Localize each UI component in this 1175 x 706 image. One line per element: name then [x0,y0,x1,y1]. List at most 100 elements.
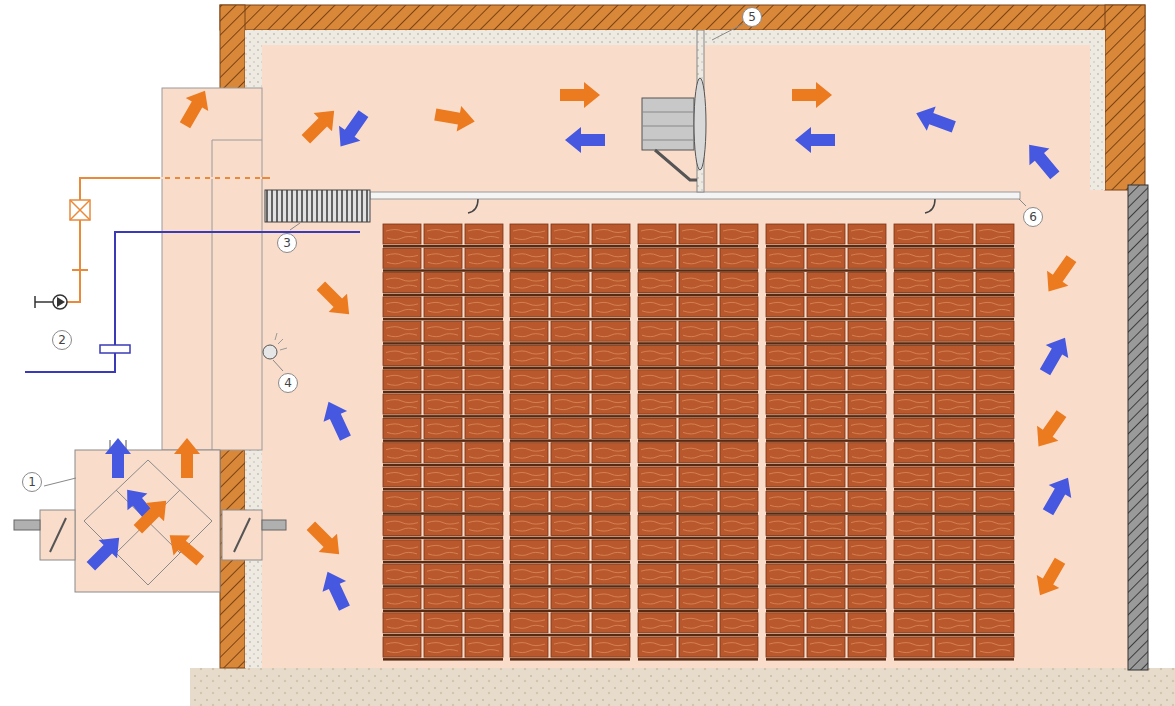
lumber-board [592,370,630,390]
sticker-strip [383,610,503,613]
lumber-board [935,467,973,487]
lumber-board [720,248,758,268]
lumber-board [424,613,462,633]
lumber-board [510,467,548,487]
airflow-arrow [312,277,359,324]
wood-grain [682,351,714,361]
wood-grain [851,400,883,410]
sticker-strip [638,537,758,540]
sticker-strip [383,342,503,345]
leader-line [44,478,76,486]
wood-grain [897,497,929,507]
lumber-board [766,540,804,560]
roof-wall [220,5,1145,30]
lumber-board [592,321,630,341]
lumber-board [976,516,1014,536]
sticker-strip [510,488,630,491]
lumber-board [848,394,886,414]
floor [190,668,1175,706]
heat-exchanger-core [116,490,180,553]
wood-grain [851,594,883,604]
wood-grain [682,400,714,410]
wood-grain [723,351,755,361]
lumber-board [976,589,1014,609]
fan-bracket [655,150,697,180]
lumber-board [807,273,845,293]
wood-grain [554,424,586,434]
lumber-board [807,491,845,511]
lumber-board [679,637,717,657]
sticker-strip [766,658,886,661]
lumber-board [720,297,758,317]
wood-grain [938,351,970,361]
wood-grain [427,594,459,604]
wood-grain [769,230,801,240]
wood-grain [595,254,627,264]
wood-grain [851,351,883,361]
wood-grain [979,424,1011,434]
lumber-board [465,637,503,657]
lumber-board [510,248,548,268]
lumber-board [551,491,589,511]
wood-grain [513,618,545,628]
wood-grain [513,643,545,653]
wood-grain [641,473,673,483]
sticker-strip [766,464,886,467]
sticker-strip [638,415,758,418]
sticker-strip [766,342,886,345]
wood-grain [723,473,755,483]
sticker-strip [894,245,1014,248]
lumber-board [679,248,717,268]
lumber-board [848,297,886,317]
lumber-board [848,443,886,463]
wood-grain [641,545,673,555]
lumber-board [894,321,932,341]
lumber-board [424,540,462,560]
lumber-board [424,273,462,293]
lumber-board [935,637,973,657]
air-duct [162,88,262,450]
wood-grain [513,400,545,410]
wood-grain [769,570,801,580]
sticker-strip [894,342,1014,345]
wood-grain [386,278,418,288]
lumber-board [935,443,973,463]
wood-grain [979,545,1011,555]
sticker-strip [894,537,1014,540]
wood-grain [554,643,586,653]
wood-grain [897,351,929,361]
ceiling-hook [468,199,478,213]
wood-grain [427,424,459,434]
lumber-board [592,516,630,536]
pump-symbol [53,295,67,309]
lumber-board [383,564,421,584]
lumber-board [465,297,503,317]
wood-grain [979,497,1011,507]
lumber-board [766,491,804,511]
wood-grain [723,278,755,288]
sticker-strip [894,415,1014,418]
wood-grain [723,302,755,312]
wood-grain [595,424,627,434]
lumber-board [510,589,548,609]
heat-exchanger-core [116,490,180,553]
wood-grain [851,230,883,240]
wood-grain [554,448,586,458]
wood-grain [810,230,842,240]
wood-grain [427,497,459,507]
wood-grain [851,521,883,531]
lumber-board [638,394,676,414]
wood-grain [769,594,801,604]
wood-grain [810,448,842,458]
wood-grain [513,327,545,337]
wood-grain [769,545,801,555]
wood-grain [554,230,586,240]
sticker-strip [383,537,503,540]
wood-grain [595,594,627,604]
lumber-board [679,613,717,633]
wood-grain [468,497,500,507]
lumber-board [766,224,804,244]
lumber-board [720,370,758,390]
lumber-board [465,613,503,633]
callout-number: 3 [277,233,297,253]
